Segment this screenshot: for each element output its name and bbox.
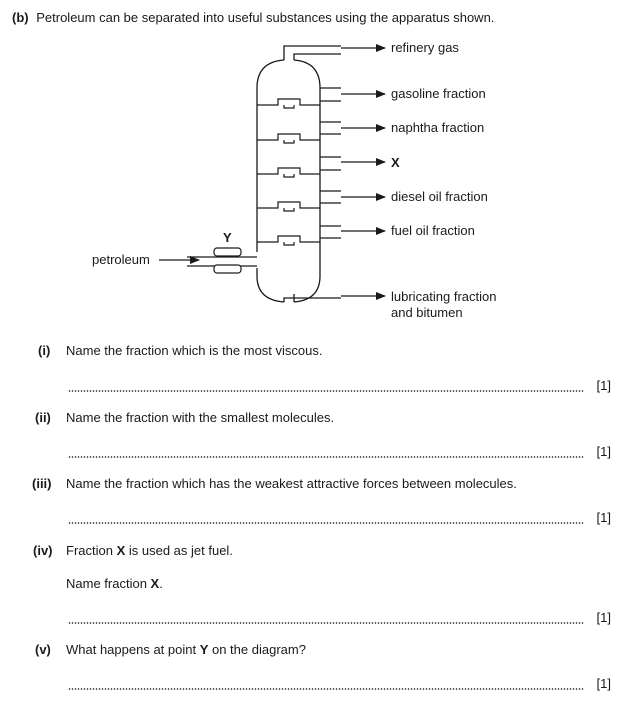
question-intro: (b) Petroleum can be separated into usef… xyxy=(12,10,494,26)
column-body xyxy=(187,45,341,303)
output-arrows xyxy=(341,44,386,300)
question-number: (ii) xyxy=(35,410,51,425)
question-number: (iv) xyxy=(33,543,53,558)
answer-line-iii[interactable] xyxy=(68,522,584,524)
question-text: Name fraction X. xyxy=(66,576,163,591)
fraction-label-x: X xyxy=(391,155,400,170)
question-text: Fraction X is used as jet fuel. xyxy=(66,543,233,558)
fraction-label-diesel: diesel oil fraction xyxy=(391,189,488,204)
column-trays xyxy=(257,98,320,246)
answer-line-ii[interactable] xyxy=(68,456,584,458)
fractionating-column-diagram: refinery gas gasoline fraction naphtha f… xyxy=(92,40,497,320)
fraction-label-naphtha: naphtha fraction xyxy=(391,120,484,135)
intro-text: Petroleum can be separated into useful s… xyxy=(36,10,495,25)
fraction-label-fuel-oil: fuel oil fraction xyxy=(391,223,475,238)
question-text: Name the fraction which is the most visc… xyxy=(66,343,323,358)
heater-y xyxy=(213,247,242,274)
question-number: (i) xyxy=(38,343,51,358)
question-number: (iii) xyxy=(32,476,52,491)
mark-allocation: [1] xyxy=(596,676,611,691)
question-number: (v) xyxy=(35,642,51,657)
fraction-label-bitumen: and bitumen xyxy=(391,305,463,320)
mark-allocation: [1] xyxy=(596,510,611,525)
question-text: Name the fraction which has the weakest … xyxy=(66,476,517,491)
fraction-label-lubricating: lubricating fraction xyxy=(391,289,497,304)
mark-allocation: [1] xyxy=(596,444,611,459)
petroleum-label: petroleum xyxy=(92,252,150,267)
answer-line-i[interactable] xyxy=(68,390,584,392)
fraction-outlets xyxy=(320,87,341,239)
part-label: (b) xyxy=(12,10,29,25)
answer-line-iv[interactable] xyxy=(68,622,584,624)
fraction-label-gasoline: gasoline fraction xyxy=(391,86,486,101)
mark-allocation: [1] xyxy=(596,610,611,625)
answer-line-v[interactable] xyxy=(68,688,584,690)
question-text: Name the fraction with the smallest mole… xyxy=(66,410,335,425)
mark-allocation: [1] xyxy=(596,378,611,393)
fraction-label-refinery-gas: refinery gas xyxy=(391,40,459,55)
question-text: What happens at point Y on the diagram? xyxy=(66,642,306,657)
point-y-label: Y xyxy=(223,230,232,245)
